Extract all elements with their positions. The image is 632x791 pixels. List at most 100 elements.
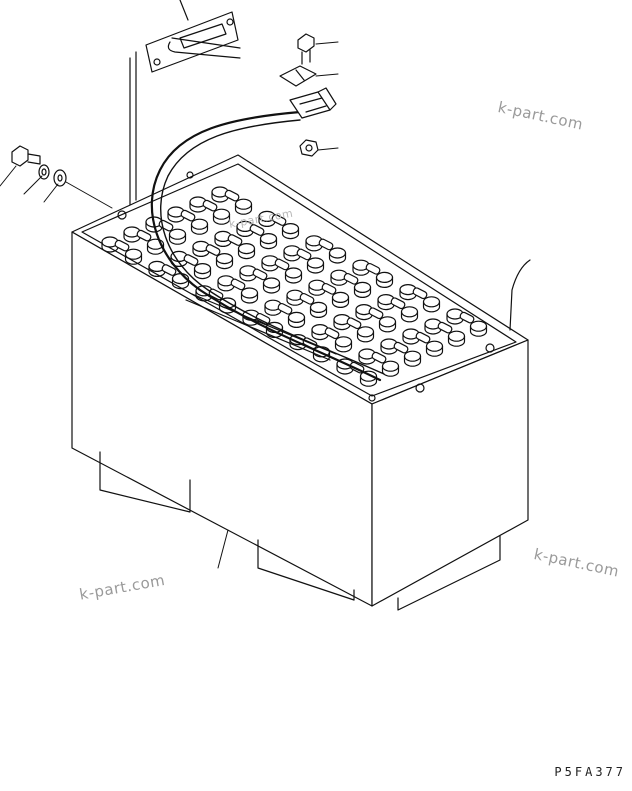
cell-strap [365, 262, 381, 275]
cell-terminal-side [328, 252, 347, 264]
cell-strap [114, 239, 130, 252]
cell-strap [271, 214, 287, 226]
cell-strap [249, 224, 265, 236]
cell-terminal [168, 228, 187, 240]
cell-terminal-side [309, 306, 328, 318]
cell-terminal [215, 253, 234, 265]
cell-strap [368, 307, 384, 320]
cell-terminal-side [124, 253, 143, 265]
cell-strap [437, 321, 453, 334]
cell-terminal-side [193, 268, 212, 280]
support-post [129, 51, 137, 206]
cell-terminal-side [447, 335, 466, 347]
cell-terminal [375, 271, 394, 283]
cell-strap [343, 272, 359, 285]
cell-strap [227, 234, 243, 246]
cell-strap [415, 331, 431, 344]
cell-strap [180, 209, 196, 222]
cell-strap [321, 282, 337, 295]
cell-terminal [400, 306, 419, 318]
cell-strap [161, 264, 177, 276]
cell-strap [277, 302, 293, 315]
cell-strap [390, 297, 406, 310]
hex-bolt-icon [11, 145, 41, 167]
leader-lines [0, 41, 339, 569]
cell-terminal-side [353, 286, 372, 298]
cell-strap [252, 268, 268, 281]
cell-terminal-side [240, 292, 259, 304]
cell-strap [274, 258, 290, 271]
connector-plug-icon [289, 87, 337, 119]
cell-strap [346, 317, 362, 330]
cell-strap [412, 287, 428, 300]
cell-strap [230, 278, 246, 291]
spring-washer-icon [38, 164, 50, 180]
clip-icon [279, 65, 317, 87]
cell-strap [183, 254, 199, 266]
cell-strap [202, 199, 218, 212]
cell-terminal-side [262, 282, 281, 294]
cell-terminal [237, 243, 256, 255]
mounting-bracket [145, 0, 241, 73]
cell-terminal [287, 311, 306, 323]
cell-terminal [334, 336, 353, 348]
flat-washer-icon [53, 169, 67, 187]
cell-terminal-side [400, 311, 419, 323]
cell-terminal [306, 257, 325, 269]
cell-terminal-side [375, 276, 394, 288]
cell-terminal-side [334, 341, 353, 353]
cell-terminal-side [469, 325, 488, 337]
hex-nut-icon [299, 139, 319, 157]
cell-strap [371, 351, 387, 364]
battery-cells [101, 186, 488, 387]
cell-strap [296, 248, 312, 261]
cell-terminal [425, 340, 444, 352]
cell-terminal [331, 291, 350, 303]
cell-terminal [259, 233, 278, 245]
cell-terminal [193, 263, 212, 275]
drawing-code: P5FA377 [554, 765, 626, 779]
cell-terminal-side [168, 233, 187, 245]
battery-box [71, 154, 529, 611]
cell-strap [459, 311, 475, 324]
cell-strap [318, 238, 334, 251]
cell-terminal [378, 316, 397, 328]
cell-terminal [124, 248, 143, 260]
cell-terminal-side [218, 302, 237, 314]
cell-strap [158, 219, 174, 232]
cell-terminal [240, 287, 259, 299]
cell-terminal-side [234, 203, 253, 215]
cell-terminal-side [237, 248, 256, 260]
cell-terminal-side [215, 258, 234, 270]
cell-terminal-side [281, 228, 300, 240]
cell-strap [299, 292, 315, 305]
cell-terminal-side [287, 316, 306, 328]
hex-bolt-icon [297, 33, 315, 65]
cell-terminal-side [306, 262, 325, 274]
cell-terminal [356, 326, 375, 338]
cell-terminal [469, 320, 488, 332]
cell-terminal-side [171, 278, 190, 290]
cell-terminal-side [356, 331, 375, 343]
cable-harness [150, 110, 531, 382]
cell-terminal-side [212, 213, 231, 225]
cell-terminal [447, 330, 466, 342]
cell-terminal [403, 350, 422, 362]
cell-terminal-side [422, 301, 441, 313]
cell-terminal [190, 218, 209, 230]
cell-terminal-side [190, 223, 209, 235]
cell-strap [255, 312, 271, 325]
cell-strap [224, 189, 240, 202]
cell-strap [324, 327, 340, 340]
cell-terminal-side [259, 238, 278, 250]
cell-terminal-side [425, 345, 444, 357]
cell-terminal [381, 360, 400, 372]
cell-terminal-side [403, 355, 422, 367]
cell-terminal [328, 247, 347, 259]
cell-terminal [353, 281, 372, 293]
cell-terminal [422, 296, 441, 308]
cell-terminal [234, 198, 253, 210]
cell-terminal-side [381, 365, 400, 377]
cell-terminal-side [378, 321, 397, 333]
